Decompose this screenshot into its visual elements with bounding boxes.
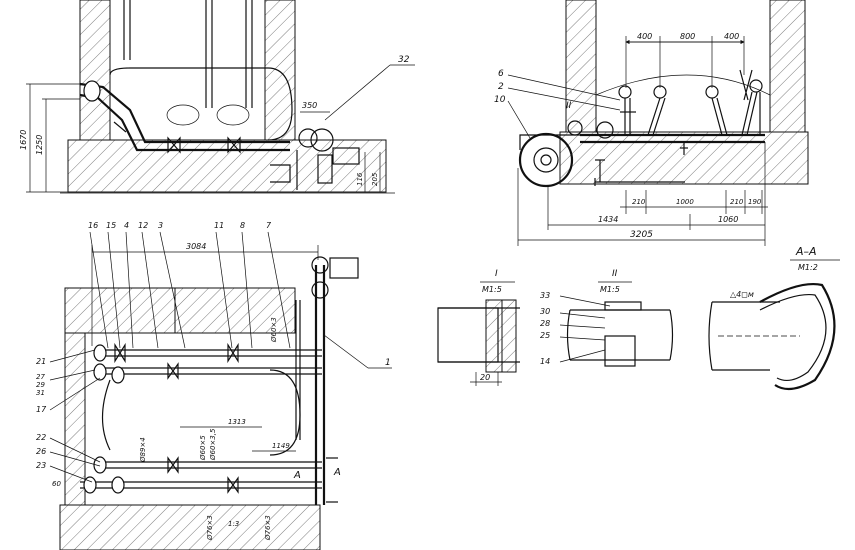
dim-pipe-76x3-a: Ø76×3: [206, 515, 214, 541]
callout-32: 32: [398, 55, 410, 65]
fan-scroll: [518, 132, 574, 188]
right-view-right-wall: [769, 0, 806, 133]
callout-2: 2: [498, 82, 504, 92]
right-view-floor: [559, 131, 809, 185]
callout-6: 6: [498, 69, 504, 79]
callout-10: 10: [494, 95, 506, 105]
dim-1670: 1670: [19, 130, 28, 150]
callout-22: 22: [36, 433, 46, 442]
dim-1149: 1149: [272, 442, 290, 450]
dim-1250: 1250: [35, 135, 44, 155]
section-A-marker-2: A: [293, 470, 301, 481]
plan-top-callouts: 16 15 4 12 3 11 8 7: [88, 221, 291, 349]
section-marker-II: II: [566, 101, 572, 111]
detail-I-title: I: [495, 269, 498, 279]
plan-left-wall: [64, 332, 86, 506]
callout-21: 21: [36, 357, 46, 366]
dim-bottom-190: 190: [748, 198, 762, 206]
dim-1060: 1060: [718, 215, 738, 224]
header-pipe-3: [93, 456, 322, 474]
weld-symbol: △4◻м: [730, 290, 754, 299]
section-AA-title: A–A: [795, 245, 817, 258]
section-A-marker: A: [333, 467, 341, 478]
dim-pipe-60x3-5: Ø60×3,5: [209, 428, 217, 461]
callout-14: 14: [540, 357, 550, 366]
dim-205: 205: [371, 172, 379, 186]
detail-II-title: II: [612, 269, 618, 279]
callout-25: 25: [540, 331, 550, 340]
burner-column-1: [618, 85, 636, 135]
callout-7: 7: [266, 221, 272, 230]
furnace-outline: [109, 67, 293, 141]
top-right-elevation-view: 400 800 400 6 2 10 II 210 1000 210 190 1…: [494, 0, 809, 246]
callout-28: 28: [540, 319, 550, 328]
plan-bottom-wall: [59, 504, 321, 550]
dim-top-800: 800: [680, 32, 695, 41]
detail-I: I M1:5 20: [437, 269, 520, 386]
callout-27: 27: [36, 373, 45, 381]
detail-II: II M1:5 33 30 28 25 14: [540, 269, 674, 367]
burner-column-4: [739, 69, 763, 136]
section-AA-scale: M1:2: [798, 263, 818, 272]
plan-top-wall: [64, 287, 176, 334]
inlet-bend-pipe: [79, 82, 290, 144]
detail-I-scale: M1:5: [482, 285, 502, 294]
dim-3205: 3205: [630, 230, 653, 240]
plan-top-wall-right: [174, 287, 296, 334]
dim-bottom-1000: 1000: [676, 198, 694, 206]
header-pipe-2: [93, 362, 322, 384]
dim-top-400a: 400: [637, 32, 652, 41]
plan-motor: [329, 257, 359, 279]
dim-pipe-60x5: Ø60×5: [199, 435, 207, 461]
dim-slope: 1:3: [228, 520, 239, 528]
dim-350: 350: [302, 101, 317, 110]
callout-17: 17: [36, 405, 47, 414]
callout-30: 30: [540, 307, 550, 316]
callout-11: 11: [214, 221, 224, 230]
dim-pipe-60x3-top: Ø60×3: [270, 317, 278, 343]
fan-unit: [298, 128, 318, 148]
dim-bottom-210b: 210: [730, 198, 744, 206]
callout-15: 15: [106, 221, 116, 230]
callout-4: 4: [124, 221, 129, 230]
burner-column-2: [647, 85, 667, 136]
dim-angle-60: 60: [52, 480, 61, 488]
header-pipe-4: [80, 476, 322, 494]
top-left-elevation-view: 32 1670 1250 350 116 205: [19, 0, 415, 194]
detail-I-dim-20: 20: [480, 373, 490, 382]
dim-1434: 1434: [598, 215, 618, 224]
dim-pipe-89x4: Ø89×4: [139, 437, 147, 463]
right-view-left-wall: [565, 0, 597, 133]
header-pipe-1: [93, 342, 322, 364]
burner-column-3: [705, 85, 728, 136]
motor: [332, 147, 360, 165]
callout-29: 29: [36, 381, 45, 389]
callout-1: 1: [385, 358, 391, 368]
callout-12: 12: [138, 221, 148, 230]
dim-bottom-210a: 210: [632, 198, 646, 206]
plan-view: 3084 1313 1149 Ø60×3 Ø89×4 Ø60×5 Ø60×3,5…: [36, 221, 392, 550]
detail-II-scale: M1:5: [600, 285, 620, 294]
dim-116: 116: [356, 172, 364, 186]
left-column-wall: [79, 0, 111, 141]
dim-3084: 3084: [186, 242, 206, 251]
callout-33: 33: [540, 291, 550, 300]
dim-pipe-76x3-b: Ø76×3: [264, 515, 272, 541]
dim-top-400b: 400: [724, 32, 739, 41]
callout-8: 8: [240, 221, 245, 230]
dim-1313: 1313: [228, 418, 246, 426]
right-column-wall: [264, 0, 296, 141]
callout-23: 23: [36, 461, 46, 470]
section-A-A: A–A M1:2 △4◻м: [708, 245, 840, 391]
callout-3: 3: [158, 221, 163, 230]
callout-26: 26: [36, 447, 46, 456]
callout-31: 31: [36, 389, 45, 397]
section-AA-curved-wall: [759, 283, 836, 391]
callout-16: 16: [88, 221, 98, 230]
plan-left-callouts: 21 27 29 31 17 22 26 23: [36, 349, 101, 483]
